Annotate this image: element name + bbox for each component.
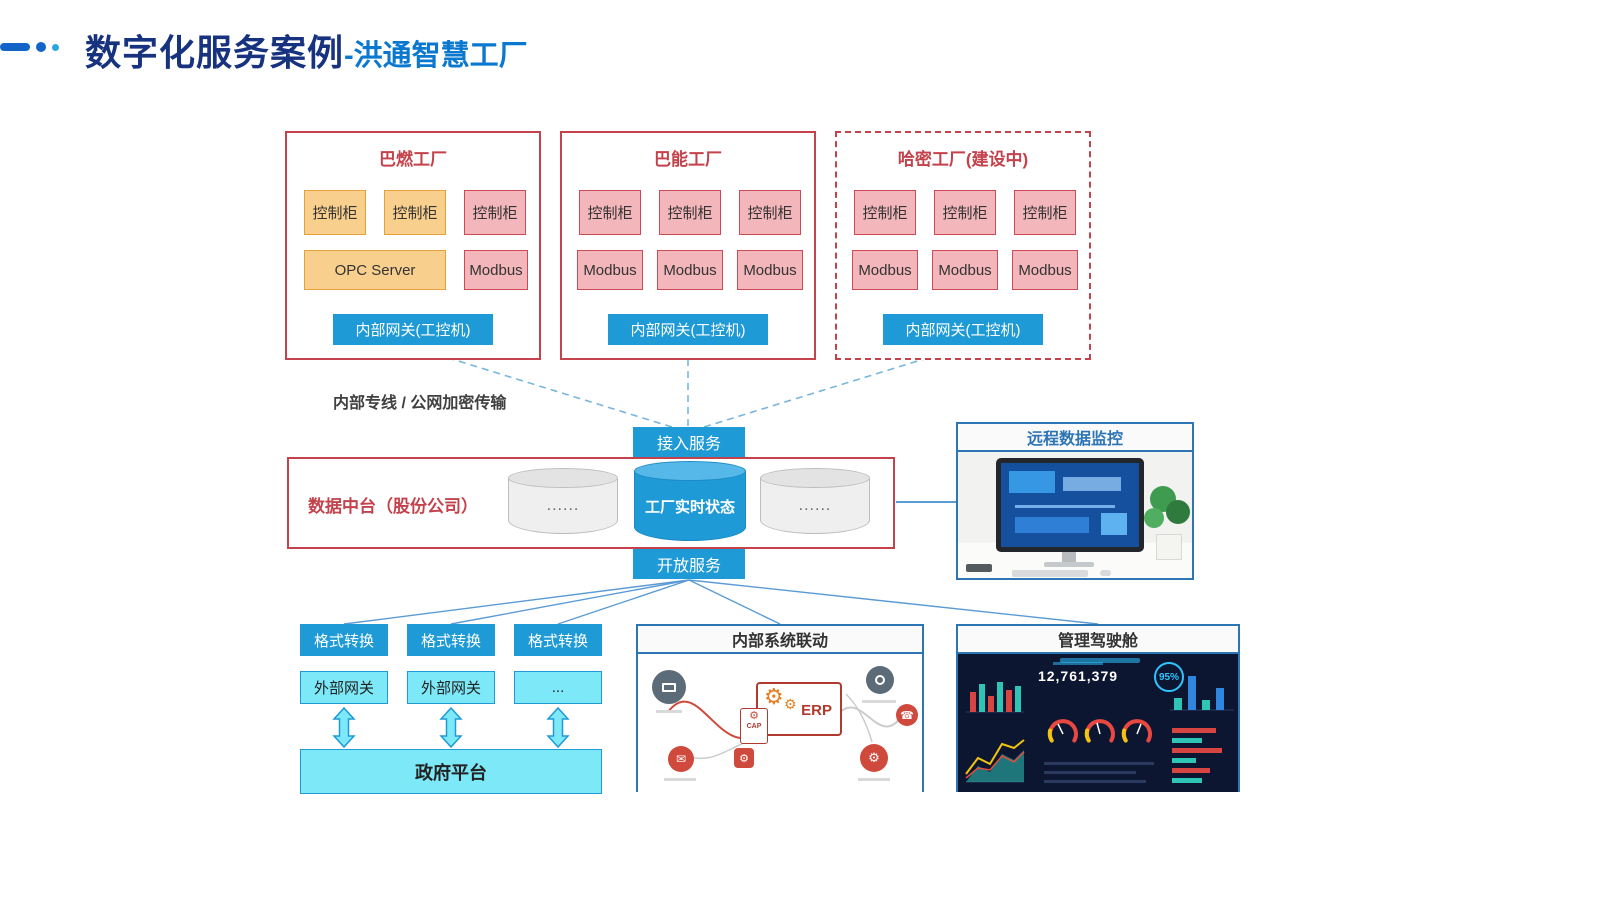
remote-monitor-title: 远程数据监控 xyxy=(958,424,1192,452)
modbus-box: Modbus xyxy=(737,250,803,290)
control-cabinet: 控制柜 xyxy=(579,190,641,235)
modbus-box: Modbus xyxy=(852,250,918,290)
control-cabinet: 控制柜 xyxy=(739,190,801,235)
plant-pot-icon xyxy=(1156,534,1182,560)
external-gateway-1: 外部网关 xyxy=(300,671,388,704)
cap-label: CAP xyxy=(746,723,762,730)
control-cabinet: 控制柜 xyxy=(659,190,721,235)
realtime-status-label: 工厂实时状态 xyxy=(644,498,735,516)
internal-link-diagram: ✉ ⚙ ⚙ CAP ⚙ ⚙ ERP ⚙ ☎ xyxy=(638,654,922,792)
opc-server-box: OPC Server xyxy=(304,250,446,290)
format-converter-2: 格式转换 xyxy=(407,624,495,656)
mouse-icon xyxy=(1100,570,1111,576)
modbus-box: Modbus xyxy=(932,250,998,290)
keyboard-icon xyxy=(1012,570,1088,577)
factory-title: 巴燃工厂 xyxy=(379,150,447,169)
monitor-node-icon xyxy=(652,670,686,704)
factory-title: 哈密工厂(建设中) xyxy=(897,150,1029,169)
transport-label: 内部专线 / 公网加密传输 xyxy=(333,395,507,412)
page-title-sub: -洪通智慧工厂 xyxy=(344,40,528,72)
database-dots: ...... xyxy=(546,497,580,514)
government-platform-box: 政府平台 xyxy=(300,749,602,794)
format-converter-3: 格式转换 xyxy=(514,624,602,656)
dashboard-screen: 12,761,379 95% xyxy=(958,654,1238,792)
factory-baneng: 巴能工厂 控制柜 控制柜 控制柜 Modbus Modbus Modbus 内部… xyxy=(560,131,816,360)
phone-node-icon: ☎ xyxy=(896,704,918,726)
realtime-status-cylinder: 工厂实时状态 xyxy=(634,461,746,541)
internal-gateway: 内部网关(工控机) xyxy=(883,314,1043,345)
gear-icon: ⚙ xyxy=(749,710,759,722)
erp-system-card: ⚙ ⚙ ERP xyxy=(756,682,842,736)
dashboard-title: 管理驾驶舱 xyxy=(958,626,1238,654)
erp-label: ERP xyxy=(801,702,832,719)
modbus-box: Modbus xyxy=(577,250,643,290)
open-service-box: 开放服务 xyxy=(633,549,745,579)
data-platform-label: 数据中台（股份公司） xyxy=(308,497,478,516)
internal-gateway: 内部网关(工控机) xyxy=(608,314,768,345)
remote-monitor-panel: 远程数据监控 xyxy=(956,422,1194,580)
factory-hami: 哈密工厂(建设中) 控制柜 控制柜 控制柜 Modbus Modbus Modb… xyxy=(835,131,1091,360)
desk-object-icon xyxy=(966,564,992,572)
factory-title: 巴能工厂 xyxy=(654,150,722,169)
database-cylinder-right: ...... xyxy=(760,468,870,534)
access-service-box: 接入服务 xyxy=(633,427,745,457)
remote-monitor-photo xyxy=(958,452,1192,578)
dashboard-panel: 管理驾驶舱 xyxy=(956,624,1240,792)
gear-node-icon: ⚙ xyxy=(734,748,754,768)
modbus-box: Modbus xyxy=(1012,250,1078,290)
page-title-main: 数字化服务案例 xyxy=(85,32,345,73)
control-cabinet: 控制柜 xyxy=(384,190,446,235)
factory-baran: 巴燃工厂 控制柜 控制柜 控制柜 OPC Server Modbus 内部网关(… xyxy=(285,131,541,360)
dashboard-metric: 12,761,379 xyxy=(1037,668,1119,684)
page-title: 数字化服务案例-洪通智慧工厂 xyxy=(85,24,528,76)
control-cabinet: 控制柜 xyxy=(464,190,526,235)
external-gateway-ellipsis: ... xyxy=(514,671,602,704)
monitor-icon xyxy=(996,458,1144,552)
external-gateway-2: 外部网关 xyxy=(407,671,495,704)
control-cabinet: 控制柜 xyxy=(304,190,366,235)
internal-link-title: 内部系统联动 xyxy=(638,626,922,654)
format-converter-1: 格式转换 xyxy=(300,624,388,656)
cap-system-card: ⚙ CAP xyxy=(740,708,768,744)
modbus-box: Modbus xyxy=(464,250,528,290)
gear-icon: ⚙ xyxy=(784,696,797,712)
mail-node-icon: ✉ xyxy=(668,746,694,772)
database-cylinder-left: ...... xyxy=(508,468,618,534)
camera-node-icon xyxy=(866,666,894,694)
gear-icon: ⚙ xyxy=(764,684,784,709)
modbus-box: Modbus xyxy=(657,250,723,290)
control-cabinet: 控制柜 xyxy=(1014,190,1076,235)
dashboard-percent-ring: 95% xyxy=(1154,662,1184,692)
gear-node-icon: ⚙ xyxy=(860,744,888,772)
internal-gateway: 内部网关(工控机) xyxy=(333,314,493,345)
metric-label-decor xyxy=(1053,662,1103,665)
database-dots: ...... xyxy=(798,497,832,514)
internal-link-panel: 内部系统联动 ✉ ⚙ ⚙ CAP ⚙ ⚙ ERP ⚙ ☎ xyxy=(636,624,924,792)
dashboard-header-decor xyxy=(1060,658,1140,663)
control-cabinet: 控制柜 xyxy=(854,190,916,235)
control-cabinet: 控制柜 xyxy=(934,190,996,235)
